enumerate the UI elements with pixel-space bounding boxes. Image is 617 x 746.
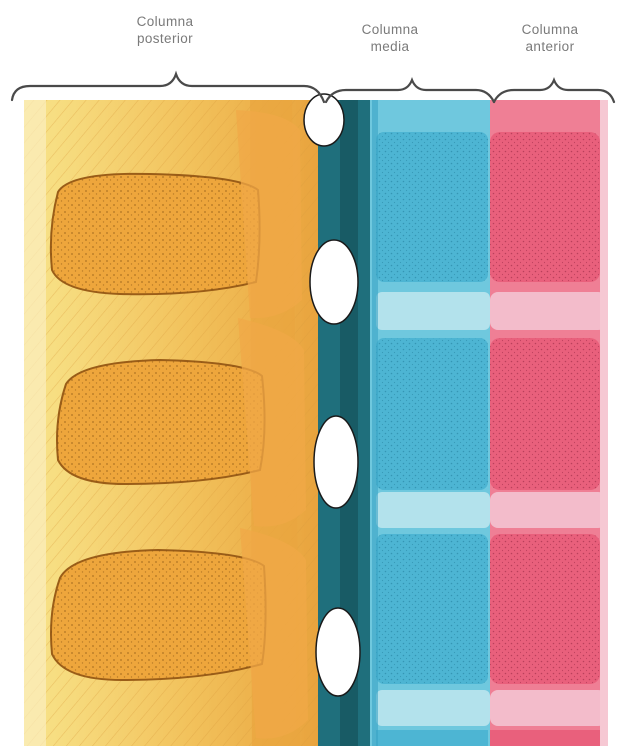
label-line: Columna: [100, 13, 230, 30]
label-line: Columna: [342, 21, 438, 38]
label-line: Columna: [494, 21, 606, 38]
anterior-disc-2: [490, 492, 606, 528]
label-line: media: [342, 38, 438, 55]
middle-disc-3: [376, 690, 490, 726]
label-columna-media: Columna media: [342, 21, 438, 55]
foramen-2: [310, 240, 358, 324]
middle-column-region: [370, 100, 490, 746]
bracket-media: [326, 80, 494, 102]
label-line: posterior: [100, 30, 230, 47]
bracket-anterior: [494, 80, 614, 102]
foramen-4: [316, 608, 360, 696]
middle-disc-1: [376, 292, 490, 330]
label-columna-anterior: Columna anterior: [494, 21, 606, 55]
middle-disc-2: [376, 492, 490, 528]
anterior-column-region: [490, 100, 617, 746]
posterior-processes: [51, 110, 308, 739]
foramen-3: [314, 416, 358, 508]
anterior-disc-3: [490, 690, 606, 726]
label-line: anterior: [494, 38, 606, 55]
anterior-disc-1: [490, 292, 606, 330]
bracket-posterior: [12, 74, 324, 102]
label-columna-posterior: Columna posterior: [100, 13, 230, 47]
